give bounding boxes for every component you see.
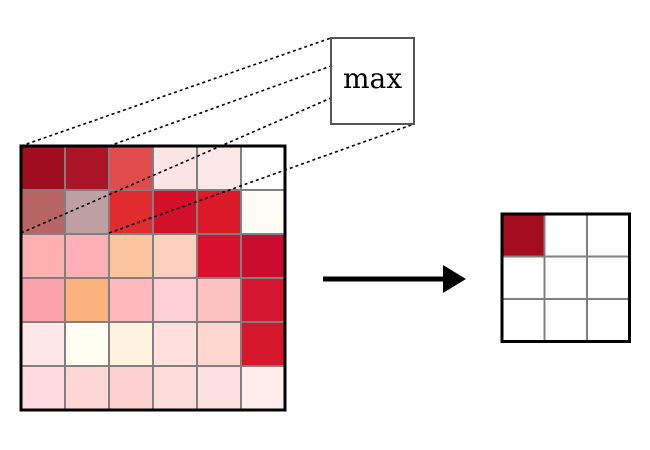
input-grid-cell-1-2 [108, 189, 154, 235]
input-grid-cell-0-0 [20, 145, 66, 191]
max-box-frame [330, 37, 415, 125]
arrow-head [443, 265, 466, 293]
input-grid-cell-5-0 [20, 365, 66, 411]
input-grid-cell-3-0 [20, 277, 66, 323]
input-grid-cell-2-5 [240, 233, 286, 279]
input-grid-cell-1-1 [64, 189, 110, 235]
input-grid-cell-4-5 [240, 321, 286, 367]
output-grid-cell-0-1 [543, 213, 588, 258]
input-grid-cell-4-1 [64, 321, 110, 367]
output-grid-cell-1-0 [501, 255, 546, 300]
input-grid-cell-3-4 [196, 277, 242, 323]
input-grid-cell-3-3 [152, 277, 198, 323]
input-grid-cell-2-2 [108, 233, 154, 279]
projection-line-top-right [108, 65, 332, 147]
input-grid-cell-4-2 [108, 321, 154, 367]
input-grid-cell-5-1 [64, 365, 110, 411]
input-grid-cell-1-4 [196, 189, 242, 235]
input-grid-cell-0-2 [108, 145, 154, 191]
input-grid-cell-1-3 [152, 189, 198, 235]
input-grid-cell-2-3 [152, 233, 198, 279]
projection-lines [20, 37, 415, 234]
output-grid-cell-2-2 [586, 298, 631, 343]
input-grid-cell-1-5 [240, 189, 286, 235]
output-grid-cell-1-1 [543, 255, 588, 300]
arrow [323, 265, 466, 293]
output-grid-cell-0-0 [501, 213, 546, 258]
input-grid-cell-5-4 [196, 365, 242, 411]
input-grid-cell-2-1 [64, 233, 110, 279]
input-grid-cell-0-1 [64, 145, 110, 191]
output-grid-border [500, 212, 631, 343]
max-box: max [330, 37, 415, 125]
input-grid-cell-3-2 [108, 277, 154, 323]
projection-line-bottom-left [20, 97, 332, 234]
max-label: max [343, 62, 402, 95]
input-grid-cell-5-5 [240, 365, 286, 411]
input-grid [19, 144, 287, 412]
input-grid-cell-2-4 [196, 233, 242, 279]
input-grid-cell-0-3 [152, 145, 198, 191]
input-grid-cell-5-2 [108, 365, 154, 411]
input-grid-cell-0-4 [196, 145, 242, 191]
input-grid-cell-3-5 [240, 277, 286, 323]
input-grid-cell-3-1 [64, 277, 110, 323]
output-grid-cell-2-0 [501, 298, 546, 343]
output-grid [500, 212, 631, 343]
output-grid-cell-0-2 [586, 213, 631, 258]
input-grid-border [19, 144, 287, 412]
input-grid-cell-4-0 [20, 321, 66, 367]
input-grid-cell-0-5 [240, 145, 286, 191]
input-grid-cell-1-0 [20, 189, 66, 235]
output-grid-cell-1-2 [586, 255, 631, 300]
output-grid-cell-2-1 [543, 298, 588, 343]
projection-line-top-left [20, 37, 332, 147]
input-grid-cell-2-0 [20, 233, 66, 279]
input-grid-cell-5-3 [152, 365, 198, 411]
input-grid-cell-4-3 [152, 321, 198, 367]
input-grid-cell-4-4 [196, 321, 242, 367]
